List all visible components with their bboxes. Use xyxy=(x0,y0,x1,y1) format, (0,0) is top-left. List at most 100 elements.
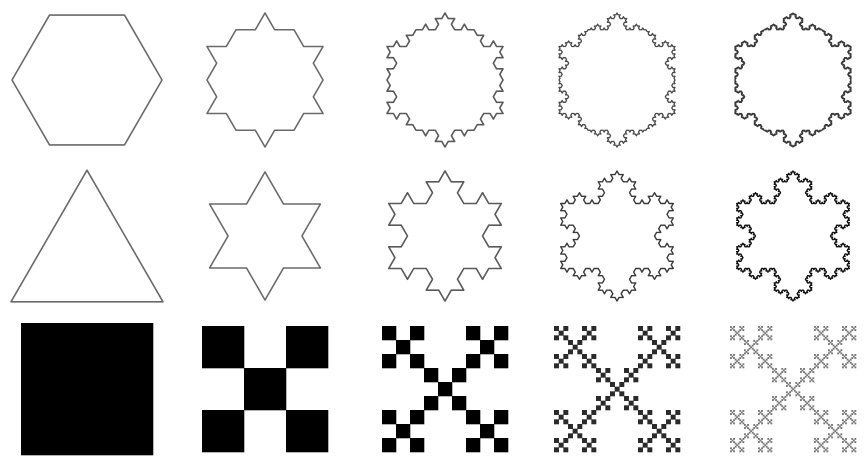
vicsek-square xyxy=(554,354,559,359)
vicsek-square xyxy=(619,391,624,396)
vicsek-square xyxy=(854,422,856,424)
vicsek-square xyxy=(587,331,592,336)
vicsek-square xyxy=(587,443,592,448)
vicsek-square xyxy=(675,438,680,443)
vicsek-square xyxy=(568,433,573,438)
vicsek-square xyxy=(814,338,816,340)
vicsek-square xyxy=(591,438,596,443)
vicsek-square xyxy=(851,422,853,424)
vicsek-square xyxy=(624,368,629,373)
vicsek-square xyxy=(675,410,680,415)
vicsek-square xyxy=(591,354,596,359)
vicsek-square xyxy=(730,366,732,368)
vicsek-square xyxy=(596,405,601,410)
vicsek-square xyxy=(770,338,772,340)
vicsek-square xyxy=(826,357,828,359)
vicsek-square xyxy=(733,338,735,340)
vicsek-square xyxy=(591,419,596,424)
vicsek-square xyxy=(410,354,424,368)
vicsek-square xyxy=(610,382,615,387)
vicsek-square xyxy=(758,366,760,368)
vicsek-square xyxy=(591,447,596,452)
koch-hexagon-iter-0 xyxy=(12,15,162,145)
vicsek-square xyxy=(466,326,480,340)
vicsek-square xyxy=(761,450,763,452)
vicsek-square xyxy=(770,422,772,424)
vicsek-square xyxy=(494,354,508,368)
vicsek-square xyxy=(629,401,634,406)
vicsek-square xyxy=(767,338,769,340)
vicsek-square xyxy=(563,326,568,331)
vicsek-square xyxy=(466,354,480,368)
vicsek-square xyxy=(587,359,592,364)
vicsek-square xyxy=(784,371,786,373)
vicsek-square xyxy=(775,408,777,410)
vicsek-square xyxy=(661,340,666,345)
vicsek-square xyxy=(823,422,825,424)
vicsek-square xyxy=(666,326,671,331)
vicsek-square xyxy=(633,396,638,401)
vicsek-square xyxy=(563,447,568,452)
vicsek-square xyxy=(854,450,856,452)
vicsek-square xyxy=(770,357,772,359)
vicsek-square xyxy=(286,326,328,368)
vicsek-square xyxy=(854,329,856,331)
koch-hexagon-iter-1 xyxy=(207,13,323,147)
vicsek-square xyxy=(643,331,648,336)
koch-hexagon-iter-4 xyxy=(735,13,851,147)
vicsek-square xyxy=(559,443,564,448)
vicsek-square xyxy=(770,413,772,415)
vicsek-square xyxy=(577,433,582,438)
vicsek-square xyxy=(410,438,424,452)
vicsek-square xyxy=(671,359,676,364)
vicsek-square xyxy=(845,422,847,424)
vicsek-square xyxy=(494,438,508,452)
vicsek-square xyxy=(767,366,769,368)
vicsek-square xyxy=(851,366,853,368)
vicsek-square xyxy=(730,338,732,340)
vicsek-square xyxy=(803,380,805,382)
vicsek-square xyxy=(809,408,811,410)
vicsek-square xyxy=(591,326,596,331)
vicsek-fractal-iter-2 xyxy=(382,326,508,452)
vicsek-square xyxy=(596,396,601,401)
vicsek-square xyxy=(761,338,763,340)
vicsek-square xyxy=(758,329,760,331)
vicsek-square xyxy=(657,345,662,350)
vicsek-square xyxy=(812,399,814,401)
vicsek-square xyxy=(582,354,587,359)
vicsek-square xyxy=(800,371,802,373)
vicsek-square xyxy=(842,366,844,368)
vicsek-square xyxy=(643,359,648,364)
vicsek-square xyxy=(582,335,587,340)
vicsek-square xyxy=(730,329,732,331)
vicsek-square xyxy=(770,450,772,452)
vicsek-square xyxy=(21,323,153,455)
vicsek-square xyxy=(744,343,746,345)
vicsek-square xyxy=(480,424,494,438)
vicsek-square xyxy=(744,427,746,429)
vicsek-square xyxy=(573,345,578,350)
vicsek-square xyxy=(554,335,559,340)
vicsek-square xyxy=(671,331,676,336)
vicsek-square xyxy=(647,335,652,340)
vicsek-square xyxy=(647,410,652,415)
vicsek-square xyxy=(800,408,802,410)
vicsek-square xyxy=(582,447,587,452)
vicsek-square xyxy=(591,410,596,415)
vicsek-square xyxy=(382,326,396,340)
koch-triangle-iter-2 xyxy=(389,171,502,301)
vicsek-square xyxy=(601,401,606,406)
vicsek-square xyxy=(730,413,732,415)
vicsek-square xyxy=(638,410,643,415)
vicsek-square xyxy=(739,450,741,452)
vicsek-square xyxy=(742,441,744,443)
vicsek-square xyxy=(786,385,788,387)
vicsek-square xyxy=(840,427,842,429)
vicsek-square xyxy=(770,441,772,443)
vicsek-square xyxy=(652,424,657,429)
vicsek-square xyxy=(643,443,648,448)
vicsek-square xyxy=(842,450,844,452)
vicsek-square xyxy=(424,368,438,382)
vicsek-square xyxy=(814,357,816,359)
